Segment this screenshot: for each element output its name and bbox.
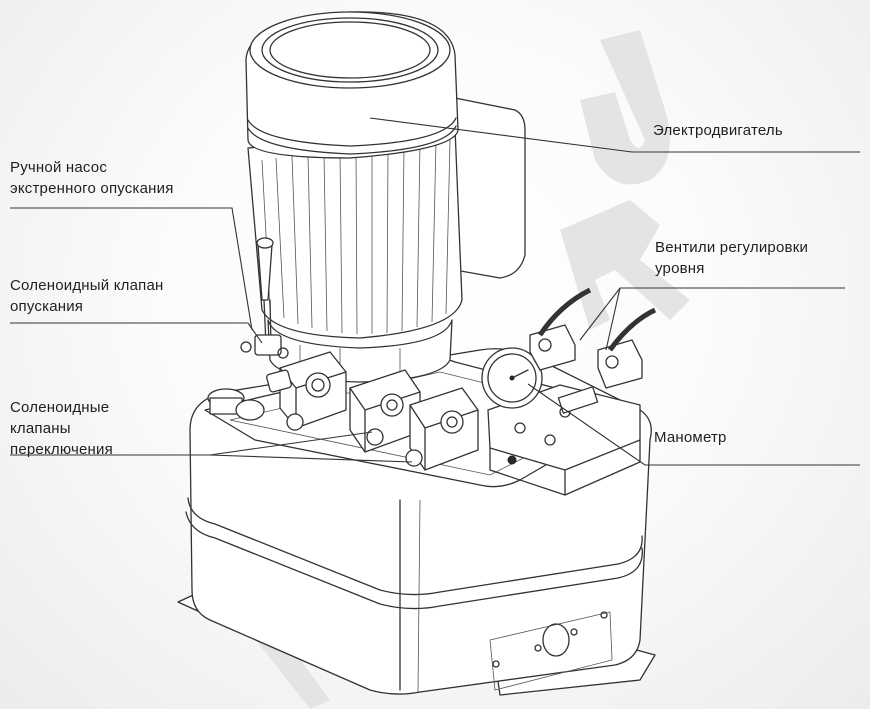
label-motor: Электродвигатель xyxy=(653,122,783,139)
solenoid-valves xyxy=(207,351,479,471)
label-switch-line-3: переключения xyxy=(10,441,113,458)
leader-switch-b xyxy=(209,454,413,463)
motor xyxy=(245,11,526,383)
label-solenoid-lowering-line-2: опускания xyxy=(10,298,84,315)
motor-top-disc xyxy=(249,11,451,89)
tank-rim-band-2 xyxy=(187,497,643,596)
motor-body xyxy=(247,127,463,339)
leader-lines xyxy=(10,117,860,466)
leader-solenoid-lowering xyxy=(10,322,263,344)
watermark-letter-u xyxy=(580,30,670,185)
leader-motor xyxy=(369,117,860,153)
tank-side-plate xyxy=(489,611,613,691)
label-solenoid-lowering-line-1: Соленоидный клапан xyxy=(10,277,164,294)
leader-valves-b xyxy=(605,287,621,351)
watermark-letter-r xyxy=(560,200,690,330)
label-valves-line-2: уровня xyxy=(655,260,705,277)
leader-hand-pump xyxy=(10,207,253,331)
label-hand-pump-line-1: Ручной насос xyxy=(10,159,108,176)
label-hand-pump-line-2: экстренного опускания xyxy=(10,180,174,197)
motor-terminal-box xyxy=(439,94,526,279)
label-switch-line-1: Соленоидные xyxy=(10,399,110,416)
level-valve-1 xyxy=(529,324,576,371)
leader-gauge xyxy=(527,383,860,466)
hand-pump xyxy=(240,237,289,359)
level-valve-2 xyxy=(597,339,643,389)
label-gauge: Манометр xyxy=(654,429,727,446)
leader-valves-a xyxy=(579,287,845,341)
tank-rim-band xyxy=(185,511,643,610)
valve-block xyxy=(481,287,657,496)
label-valves-line-1: Вентили регулировки xyxy=(655,239,809,256)
label-switch-line-2: клапаны xyxy=(10,420,71,437)
hand-pump-head xyxy=(254,334,282,356)
tank-port xyxy=(542,623,570,657)
